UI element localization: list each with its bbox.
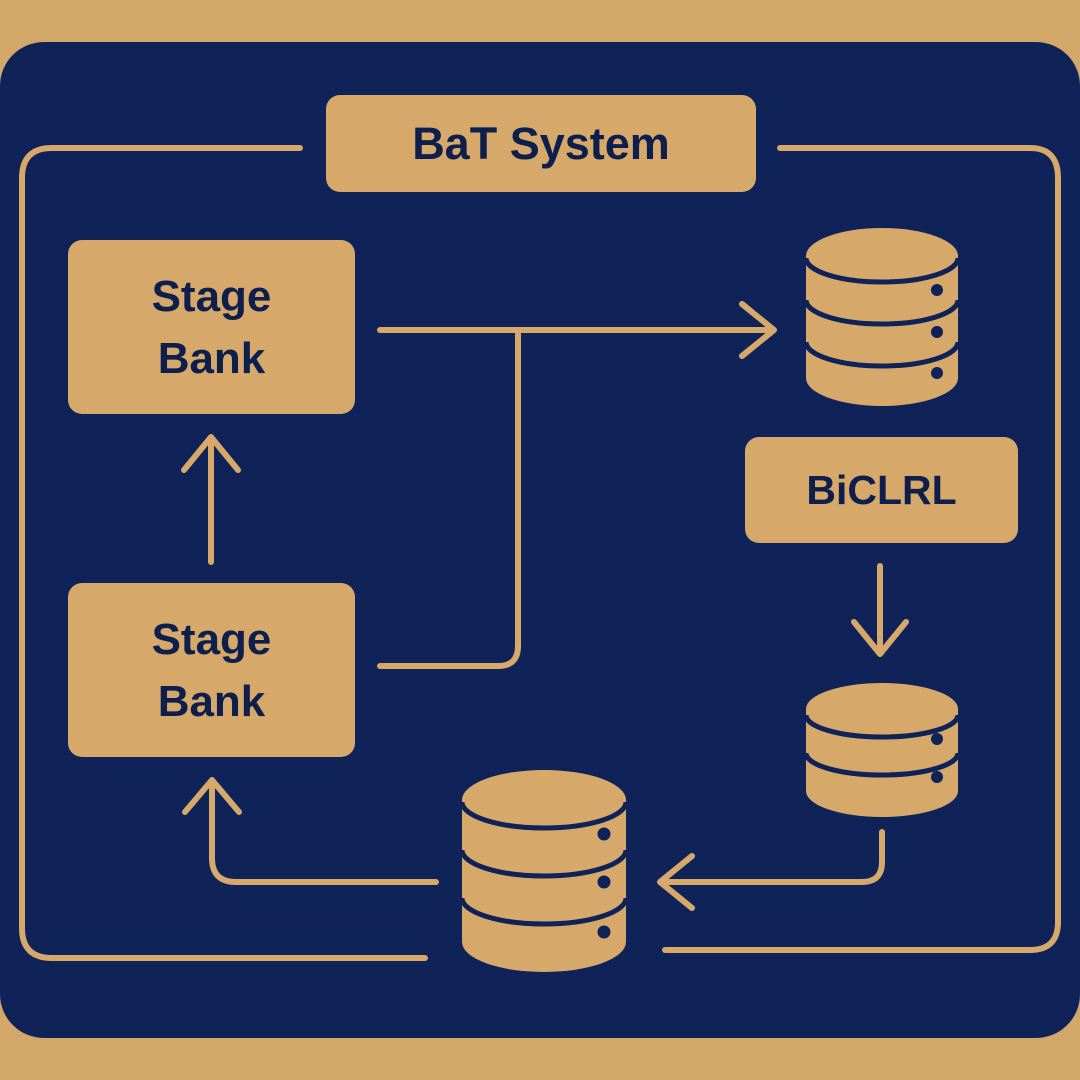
biclrl-node: BiCLRL: [745, 437, 1018, 543]
diagram-title-text: BaT System: [412, 117, 670, 169]
arrow-head: [657, 853, 695, 911]
database-icon: [803, 228, 961, 406]
arrow-head: [182, 777, 242, 815]
arrow-head: [851, 619, 909, 657]
stage-bank-node-top: Stage Bank: [68, 240, 355, 414]
stage-bank-label: Stage Bank: [151, 614, 272, 726]
frame-line: [662, 145, 1061, 953]
connector-stage-bottom: [377, 331, 521, 669]
biclrl-label: BiCLRL: [806, 466, 957, 513]
diagram-title: BaT System: [326, 95, 756, 192]
database-icon: [459, 770, 629, 972]
arrow-head: [181, 434, 241, 473]
frame-line: [19, 145, 428, 961]
stage-bank-node-bottom: Stage Bank: [68, 583, 355, 757]
arrow-to-db-bottom: [661, 829, 885, 885]
arrow-head: [739, 301, 777, 359]
stage-bank-label: Stage Bank: [151, 271, 272, 383]
database-icon: [803, 683, 961, 817]
arrow-to-stage-bottom: [209, 783, 439, 885]
